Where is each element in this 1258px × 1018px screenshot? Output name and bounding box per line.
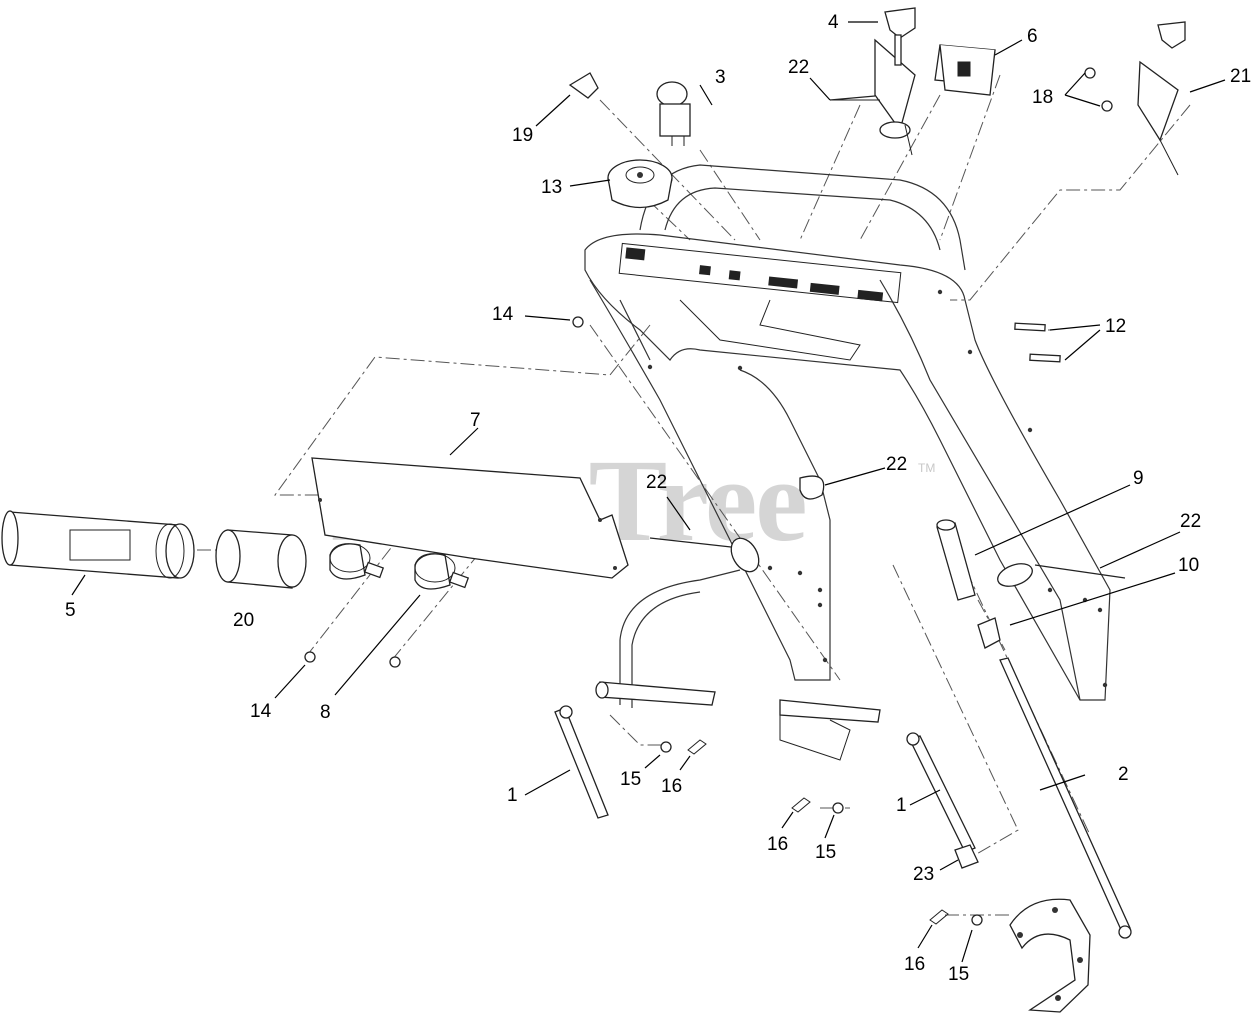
callout-16-center: 16 [767,834,788,855]
control-panel-decal [618,242,902,304]
bottom-segment-bracket [1009,898,1091,1013]
part-16-pins [687,739,949,925]
part-2-rod [999,657,1132,939]
callout-14-bottom: 14 [250,701,272,722]
callout-21: 21 [1230,66,1251,87]
callout-1-left: 1 [507,785,518,806]
callout-3: 3 [715,67,726,88]
callout-22-top: 22 [788,57,809,78]
part-6-cover-block [934,44,996,96]
callout-6: 6 [1027,26,1038,47]
callout-14-top: 14 [492,304,514,325]
trademark-mark: TM [918,461,935,475]
part-12-bolts [1014,322,1061,363]
callout-labels: 1 1 2 3 4 5 6 7 8 9 10 12 13 14 14 15 15… [65,12,1251,985]
part-1-lever-right [906,732,976,853]
part-4-throttle-lever [874,7,916,156]
part-14-screw-right [389,656,401,668]
part-22-cable-tie-right [997,563,1126,587]
part-15-washers [660,741,983,926]
part-21-lever [1137,21,1186,176]
part-22-cable-tie-top [829,95,880,101]
part-7-shield-plate [311,457,629,579]
part-22-cable-tie-mid [799,475,825,500]
part-9-grip [936,519,976,601]
tube-decal [69,529,131,561]
callout-16-bottom: 16 [904,954,925,975]
part-22-cable-tie-left [649,537,760,573]
part-5-tube [1,510,195,579]
callout-15-left: 15 [620,769,641,790]
handle-frame [584,164,1111,701]
part-23-clip [954,844,979,869]
part-19-knob [568,72,599,99]
lower-bail [595,569,881,761]
callout-18: 18 [1032,87,1053,108]
part-14-screw-left [304,651,316,663]
callout-22-right: 22 [1180,511,1201,532]
callout-10: 10 [1178,555,1199,576]
callout-5: 5 [65,600,76,621]
callout-16-left: 16 [661,776,682,797]
callout-1-right: 1 [896,795,907,816]
part-18-nuts [1084,67,1113,112]
callout-12: 12 [1105,316,1126,337]
part-20-sleeve [215,529,307,589]
assembly-lines [172,74,1191,916]
part-14-screw-top [572,316,584,328]
part-3-push-switch [656,81,691,146]
callout-23: 23 [913,864,934,885]
callout-9: 9 [1133,468,1144,489]
callout-22-left: 22 [646,472,667,493]
part-13-key-switch [607,159,673,209]
callout-19: 19 [512,125,533,146]
part-8-clamp-right [414,553,470,590]
callout-4: 4 [828,12,839,33]
callout-2: 2 [1118,764,1129,785]
part-10-wing-nut [977,617,1001,649]
callout-22-mid: 22 [886,454,907,475]
callout-20: 20 [233,610,254,631]
leader-lines [71,21,1226,963]
callout-13: 13 [541,177,562,198]
part-1-lever-left [554,705,609,819]
callout-15-bottom: 15 [948,964,969,985]
callout-8: 8 [320,702,331,723]
part-8-clamp-left [329,543,385,580]
callout-15-center: 15 [815,842,836,863]
callout-7: 7 [470,410,481,431]
